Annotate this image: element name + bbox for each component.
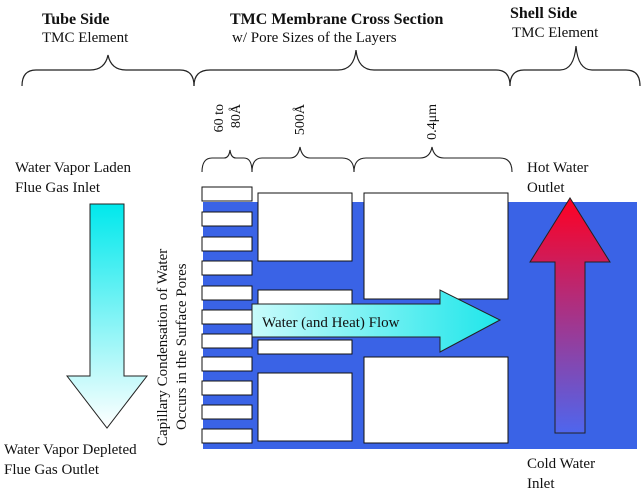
shell-side-brace xyxy=(509,45,641,87)
surface-particle xyxy=(201,211,253,227)
pore-size-layer2: 500Å xyxy=(292,103,308,135)
tube-side-brace xyxy=(21,54,195,87)
pore-brace-layer2 xyxy=(251,146,355,173)
cold-water-inlet-line2: Inlet xyxy=(527,476,555,492)
pore-brace-layer3 xyxy=(353,146,513,173)
surface-particle xyxy=(201,380,253,396)
flue-gas-outlet-line1: Water Vapor Depleted xyxy=(4,442,137,458)
cold-water-inlet-line1: Cold Water xyxy=(527,456,595,472)
membrane-brace xyxy=(193,49,511,87)
surface-particle xyxy=(201,236,253,252)
pore-size-layer1-line2: 80Å xyxy=(228,103,244,128)
surface-particle xyxy=(201,404,253,420)
surface-particle xyxy=(201,285,253,301)
tube-side-subtitle: TMC Element xyxy=(42,30,129,46)
support-particle xyxy=(363,356,509,444)
capillary-label-line2: Occurs in the Surface Pores xyxy=(174,263,190,430)
surface-particle xyxy=(201,333,253,349)
tube-side-title: Tube Side xyxy=(42,11,109,28)
flue-gas-inlet-line2: Flue Gas Inlet xyxy=(15,180,101,196)
shell-side-subtitle: TMC Element xyxy=(512,25,599,41)
support-particle xyxy=(363,192,509,300)
flue-gas-outlet-line2: Flue Gas Outlet xyxy=(4,462,100,478)
membrane-title: TMC Membrane Cross Section xyxy=(230,11,444,28)
surface-particle xyxy=(201,309,253,325)
section-braces xyxy=(21,45,641,87)
membrane-subtitle: w/ Pore Sizes of the Layers xyxy=(232,30,397,46)
surface-particle xyxy=(201,428,253,444)
capillary-label-line1: Capillary Condensation of Water xyxy=(155,249,171,446)
flue-gas-inlet-line1: Water Vapor Laden xyxy=(15,160,131,176)
water-heat-flow-label: Water (and Heat) Flow xyxy=(262,315,400,331)
surface-layer-particles xyxy=(201,186,253,444)
flue-gas-down-arrow xyxy=(65,203,149,429)
pore-size-layer3: 0.4μm xyxy=(425,104,440,140)
pore-brace-layer1 xyxy=(201,149,253,173)
pore-size-braces xyxy=(201,146,513,173)
middle-particle xyxy=(257,339,353,355)
surface-particle xyxy=(201,186,253,202)
shell-side-title: Shell Side xyxy=(510,5,577,22)
support-layer-particles xyxy=(363,192,509,444)
middle-particle xyxy=(257,372,353,442)
hot-water-outlet-line1: Hot Water xyxy=(527,160,588,176)
middle-layer-particles xyxy=(257,192,353,442)
pore-size-layer1-line1: 60 to xyxy=(212,104,227,132)
surface-particle xyxy=(201,260,253,276)
water-heat-flow-arrow xyxy=(251,289,502,353)
cooling-water-up-arrow xyxy=(529,197,611,434)
surface-particle xyxy=(201,356,253,372)
middle-particle xyxy=(257,289,353,305)
hot-water-outlet-line2: Outlet xyxy=(527,180,565,196)
middle-particle xyxy=(257,192,353,262)
